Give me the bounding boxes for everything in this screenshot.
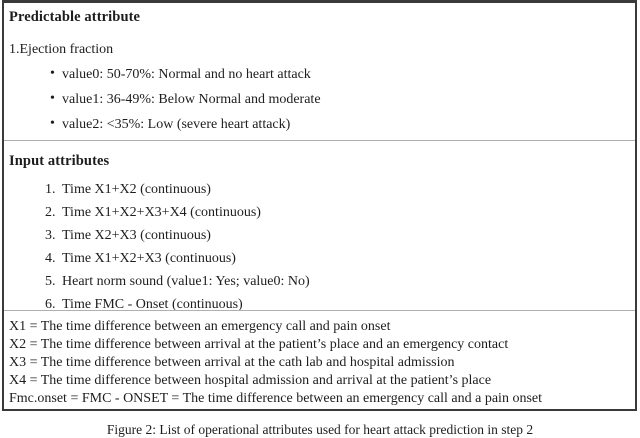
input-attribute-item: Time X1+X2 (continuous)	[45, 182, 211, 197]
attributes-table: Predictable attribute 1.Ejection fractio…	[2, 0, 637, 411]
input-attribute-item: Time X1+X2+X3+X4 (continuous)	[45, 205, 261, 220]
ejection-value-item: value0: 50-70%: Normal and no heart atta…	[9, 66, 635, 82]
definitions-section: X1 = The time difference between an emer…	[4, 311, 635, 407]
input-attribute-item: Heart norm sound (value1: Yes; value0: N…	[45, 274, 310, 289]
predictable-attribute-heading: Predictable attribute	[9, 9, 141, 25]
input-attribute-item: Time X1+X2+X3 (continuous)	[45, 251, 236, 266]
figure-caption: Figure 2: List of operational attributes…	[106, 422, 534, 437]
input-attribute-item: Time FMC - Onset (continuous)	[45, 297, 243, 311]
ejection-fraction-label: 1.Ejection fraction	[9, 42, 114, 57]
definition-x3: X3 = The time difference between arrival…	[9, 355, 455, 370]
ejection-fraction-values-list: value0: 50-70%: Normal and no heart atta…	[9, 66, 635, 132]
ejection-value-item: value2: <35%: Low (severe heart attack)	[9, 116, 635, 132]
definition-x1: X1 = The time difference between an emer…	[9, 319, 391, 334]
definition-x4: X4 = The time difference between hospita…	[9, 373, 492, 388]
definition-fmc-onset: Fmc.onset = FMC - ONSET = The time diffe…	[9, 391, 542, 406]
ejection-value-item: value1: 36-49%: Below Normal and moderat…	[9, 91, 635, 107]
input-attributes-section: Input attributes Time X1+X2 (continuous)…	[4, 141, 635, 311]
input-attributes-heading: Input attributes	[9, 153, 110, 169]
predictable-attribute-section: Predictable attribute 1.Ejection fractio…	[4, 3, 635, 141]
input-attribute-item: Time X2+X3 (continuous)	[45, 228, 211, 243]
definition-x2: X2 = The time difference between arrival…	[9, 337, 509, 352]
input-attributes-list: Time X1+X2 (continuous) Time X1+X2+X3+X4…	[9, 182, 635, 311]
